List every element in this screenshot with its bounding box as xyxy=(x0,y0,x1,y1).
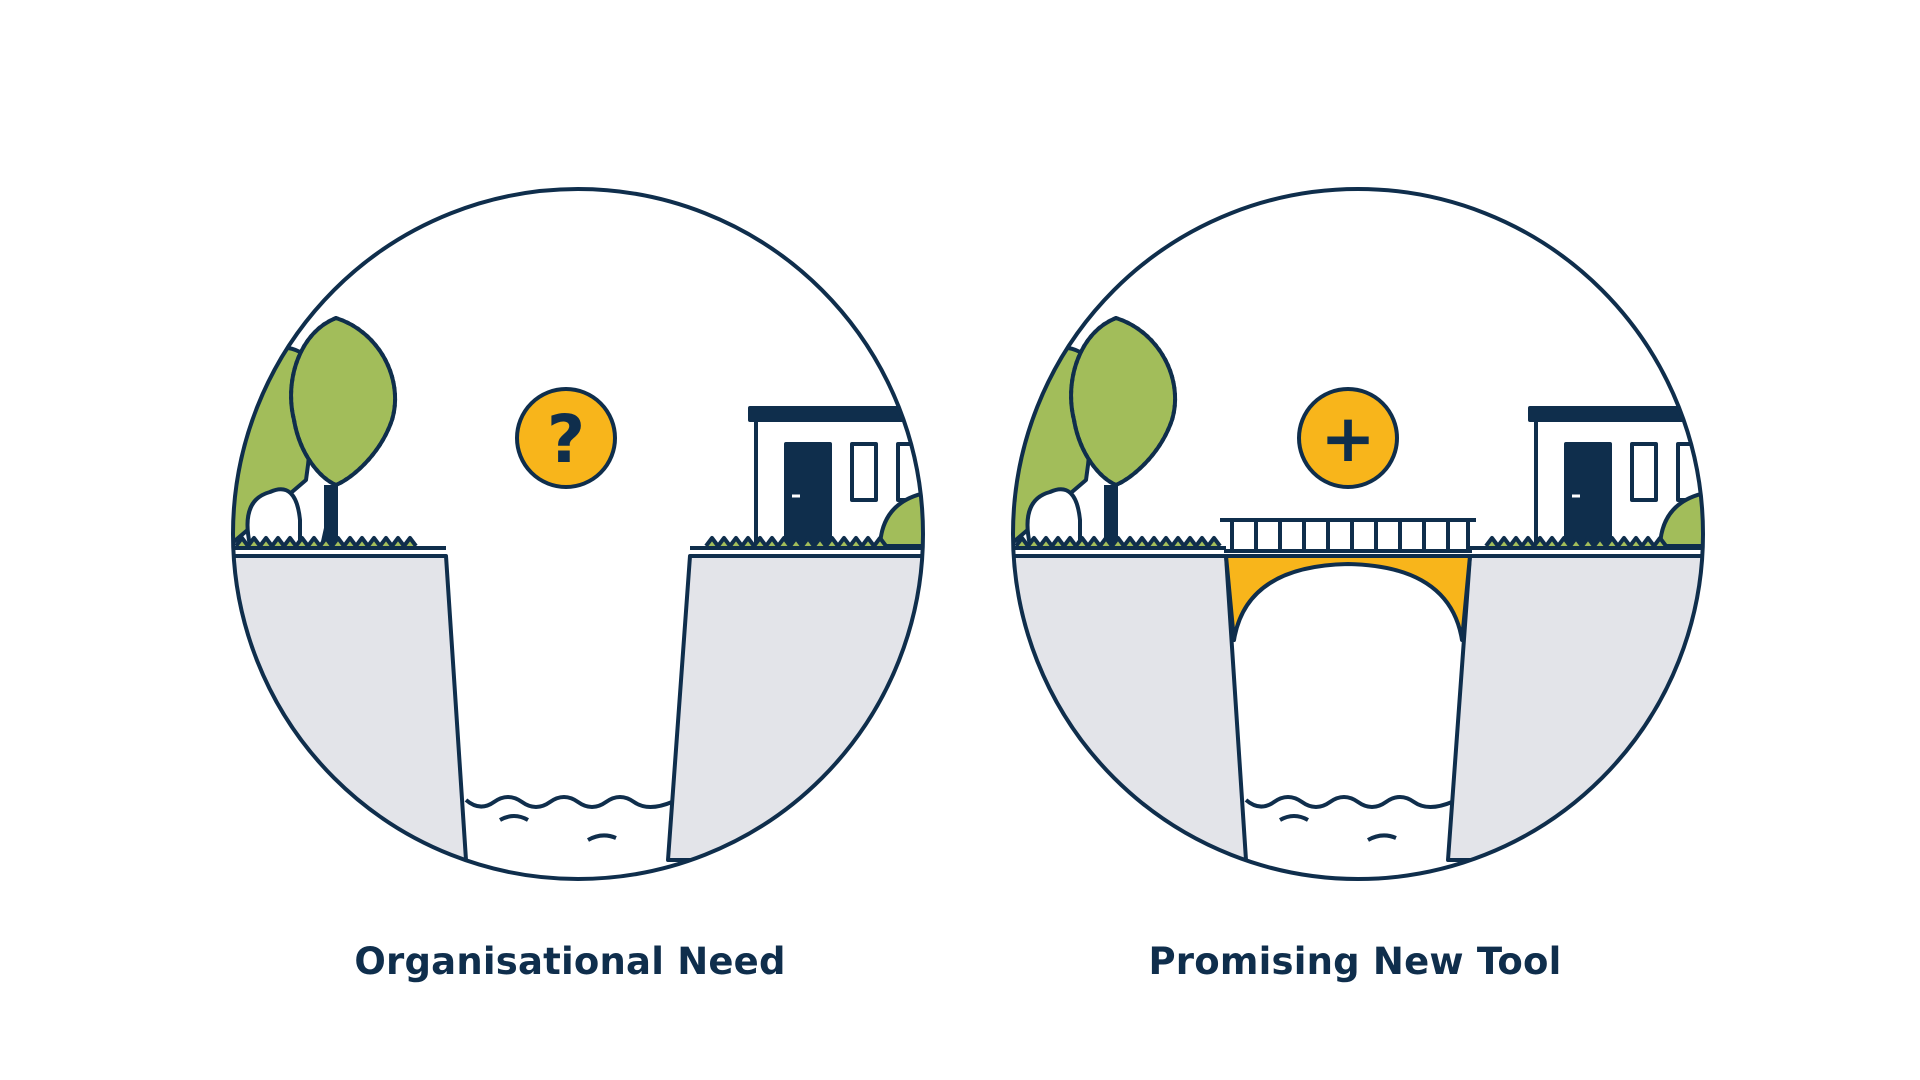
small-bush xyxy=(245,487,302,547)
grass-left xyxy=(1014,536,1222,548)
house-bush xyxy=(1658,490,1703,548)
panel-border xyxy=(231,187,925,881)
panel-organisational-need: ? xyxy=(231,187,925,881)
grass-left xyxy=(234,536,418,548)
tree xyxy=(1069,316,1178,545)
badge-symbol: ? xyxy=(547,401,585,478)
panel-promising-new-tool: + xyxy=(1011,187,1705,881)
question-mark-icon: ? xyxy=(515,387,617,489)
caption-promising-new-tool: Promising New Tool xyxy=(1148,940,1562,983)
right-cliff xyxy=(1446,554,1703,862)
caption-organisational-need: Organisational Need xyxy=(354,940,786,983)
water-waves xyxy=(1244,795,1453,842)
grass-right xyxy=(1484,536,1668,548)
left-cliff xyxy=(1013,554,1248,862)
small-bush xyxy=(1025,487,1082,547)
left-cliff xyxy=(233,554,468,862)
panel-border xyxy=(1011,187,1705,881)
tree xyxy=(289,316,398,547)
badge-symbol: + xyxy=(1320,400,1375,477)
plus-icon: + xyxy=(1297,387,1399,489)
window-icon xyxy=(1630,442,1658,502)
bridge-icon xyxy=(1220,518,1476,642)
right-cliff xyxy=(666,554,923,862)
water-waves xyxy=(464,795,673,842)
grass-right xyxy=(704,536,888,548)
window-icon xyxy=(850,442,878,502)
house xyxy=(1528,406,1703,548)
house-bush xyxy=(878,490,923,548)
